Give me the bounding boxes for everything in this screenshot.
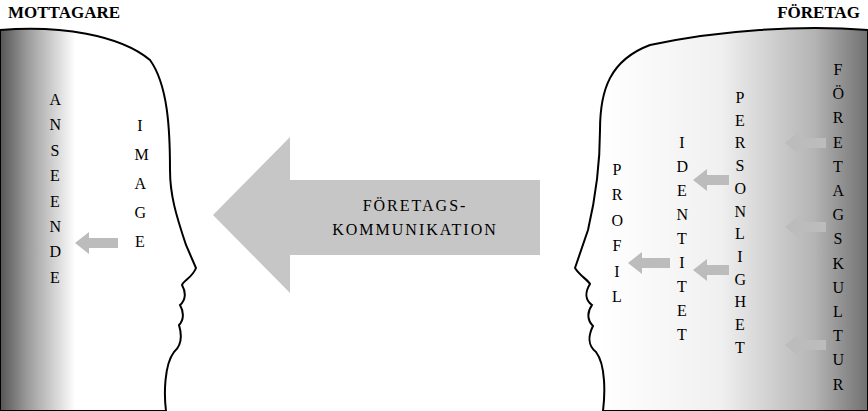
small-arrow xyxy=(785,132,826,154)
small-arrow xyxy=(785,334,826,356)
small-arrow xyxy=(785,216,826,238)
vertical-label: PROFIL xyxy=(611,157,622,309)
small-arrow xyxy=(75,232,118,254)
receiver-head-shape xyxy=(0,0,200,411)
vertical-label: IDENTITET xyxy=(676,131,687,347)
receiver-head: MOTTAGARE ANSEENDE IMAGE xyxy=(0,0,200,411)
big-arrow xyxy=(213,137,540,293)
company-head: FÖRETAG PROFIL IDENTITET PERSONLIGHET FÖRETA… xyxy=(570,0,868,411)
company-head-shape xyxy=(570,0,868,411)
small-arrow xyxy=(693,169,729,191)
small-arrow xyxy=(628,252,670,274)
head-outline xyxy=(0,29,196,411)
communication-arrow: FÖRETAGS- KOMMUNIKATION xyxy=(213,137,540,293)
head-outline xyxy=(575,28,868,411)
vertical-label: PERSONLIGHET xyxy=(734,87,745,359)
communication-arrow-shape xyxy=(213,137,540,293)
heading-label: FÖRETAG xyxy=(777,3,860,23)
vertical-label: FÖRETAGSKULTUR xyxy=(832,58,843,397)
vertical-label: IMAGE xyxy=(134,111,145,256)
arrow-label: FÖRETAGS- KOMMUNIKATION xyxy=(290,180,540,255)
vertical-label: ANSEENDE xyxy=(49,87,60,290)
heading-label: MOTTAGARE xyxy=(8,3,120,23)
small-arrow xyxy=(693,259,729,281)
